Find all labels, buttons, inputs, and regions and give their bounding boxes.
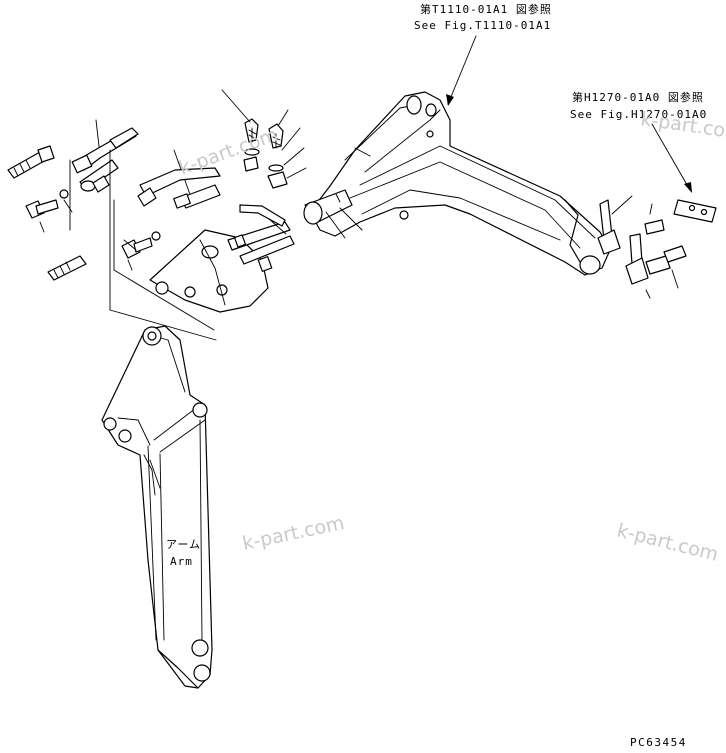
watermark-4: k-part.com	[615, 520, 721, 566]
ref-right-group-jp: 第H1270-01A0 図参照	[572, 90, 704, 104]
arm: アーム Arm	[101, 325, 213, 689]
pipe-assembly-center	[137, 167, 221, 209]
fitting-left-2	[47, 255, 87, 281]
leader-lines-left	[39, 199, 137, 271]
arm-label-en: Arm	[170, 555, 193, 568]
fitting-left-1	[7, 145, 55, 179]
bolt-left-2	[121, 231, 161, 259]
mounting-plate	[149, 229, 269, 313]
bolt-upper-1	[244, 118, 259, 143]
pipe-assembly-left	[71, 127, 139, 193]
ref-label-main-frame: 第T1110-01A1 図参照 See Fig.T1110-01A1	[414, 2, 552, 106]
ref-main-frame-en: See Fig.T1110-01A1	[414, 19, 551, 32]
arrowhead-main-frame	[446, 94, 454, 106]
leader-main-frame	[447, 35, 477, 105]
arrowhead-right-group	[684, 182, 692, 193]
arm-label-jp: アーム	[166, 538, 201, 551]
bolt-left-1	[25, 189, 69, 219]
drawing-code: PC63454	[630, 736, 687, 749]
watermark-2: k-part.com	[639, 108, 726, 144]
fitting-right-group	[597, 195, 717, 299]
ref-main-frame-jp: 第T1110-01A1 図参照	[420, 2, 552, 16]
clamp-bracket	[239, 148, 288, 227]
ref-right-group-en: See Fig.H1270-01A0	[570, 108, 707, 121]
ref-label-right-group: 第H1270-01A0 図参照 See Fig.H1270-01A0	[570, 90, 707, 193]
bolt-upper-2	[268, 123, 284, 149]
grouping-lines	[69, 149, 217, 341]
boom	[309, 91, 611, 276]
watermark-3: k-part.com	[240, 512, 346, 555]
cylinder-boom	[303, 189, 363, 239]
watermark-1: k-part.com	[176, 124, 281, 180]
leader-right-group	[651, 123, 691, 191]
